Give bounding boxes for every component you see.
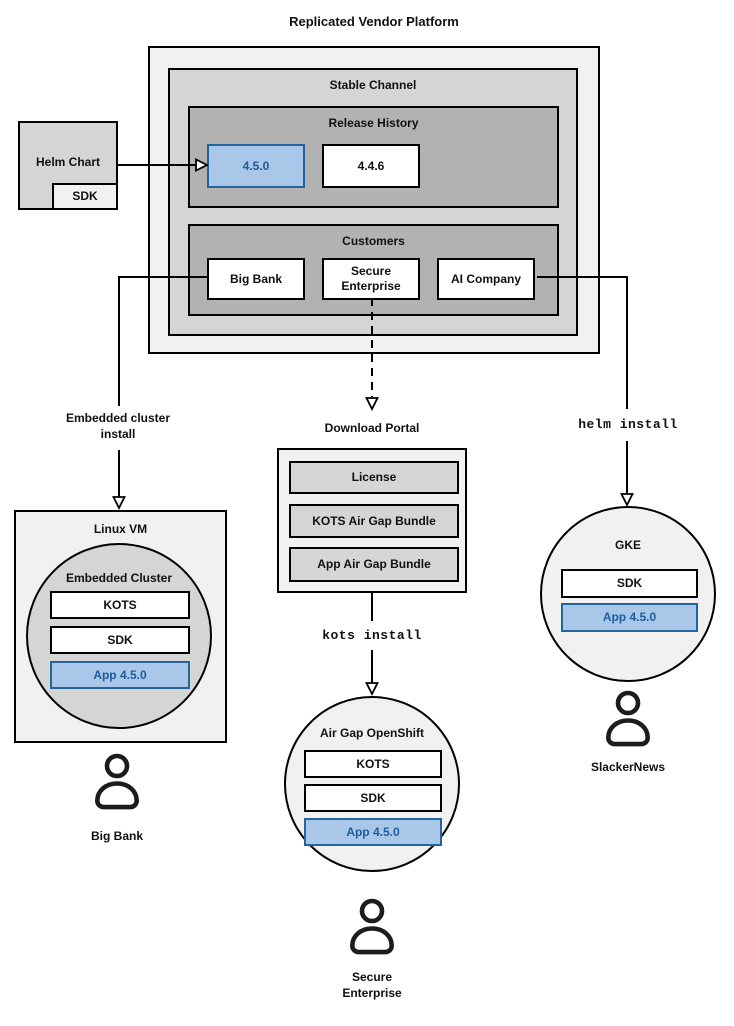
airgap-kots-node: KOTS bbox=[304, 750, 442, 778]
customer-node-ai-company: AI Company bbox=[437, 258, 535, 300]
stable-channel-label: Stable Channel bbox=[329, 78, 417, 92]
download-portal-label: Download Portal bbox=[324, 421, 420, 435]
stable-channel-box: Stable Channel Release History 4.5.0 4.4… bbox=[168, 68, 578, 336]
helm-sdk-badge: SDK bbox=[52, 183, 118, 210]
gke-label: GKE bbox=[614, 538, 641, 552]
release-history-box: Release History 4.5.0 4.4.6 bbox=[188, 106, 559, 208]
release-node-previous: 4.4.6 bbox=[322, 144, 420, 188]
airgap-openshift-label: Air Gap OpenShift bbox=[319, 726, 424, 740]
linux-vm-box: Linux VM Embedded Cluster KOTS SDK App 4… bbox=[14, 510, 227, 743]
big-bank-user: Big Bank bbox=[67, 753, 167, 845]
helm-chart-label: Helm Chart bbox=[35, 155, 100, 169]
gke-app-node: App 4.5.0 bbox=[561, 603, 698, 632]
user-icon bbox=[94, 753, 140, 810]
secure-enterprise-user-label: Secure Enterprise bbox=[342, 970, 401, 1001]
airgap-app-node: App 4.5.0 bbox=[304, 818, 442, 846]
embedded-cluster-label: Embedded Cluster bbox=[65, 571, 173, 585]
airgap-sdk-node: SDK bbox=[304, 784, 442, 812]
secure-enterprise-user-label-line1: Secure bbox=[351, 970, 392, 984]
customer-node-secure-enterprise: Secure Enterprise bbox=[322, 258, 420, 300]
user-icon bbox=[605, 690, 651, 747]
helm-install-label: helm install bbox=[578, 417, 678, 432]
download-portal-box: License KOTS Air Gap Bundle App Air Gap … bbox=[277, 448, 467, 593]
release-history-label: Release History bbox=[328, 116, 419, 130]
embedded-install-label-line1: Embedded cluster bbox=[65, 411, 171, 425]
user-icon bbox=[349, 898, 395, 955]
embedded-install-label: Embedded cluster install bbox=[48, 411, 188, 442]
embedded-sdk-node: SDK bbox=[50, 626, 190, 654]
gke-sdk-node: SDK bbox=[561, 569, 698, 598]
airgap-openshift-circle: Air Gap OpenShift KOTS SDK App 4.5.0 bbox=[284, 696, 460, 872]
kots-airgap-bundle-item: KOTS Air Gap Bundle bbox=[289, 504, 459, 538]
gke-circle: GKE SDK App 4.5.0 bbox=[540, 506, 716, 682]
arrowhead-down-icon bbox=[365, 397, 379, 412]
embedded-cluster-circle: Embedded Cluster KOTS SDK App 4.5.0 bbox=[26, 543, 212, 729]
embedded-install-label-line2: install bbox=[100, 426, 136, 441]
big-bank-user-label: Big Bank bbox=[90, 829, 143, 843]
diagram-title: Replicated Vendor Platform bbox=[289, 14, 459, 29]
customers-box: Customers Big Bank Secure Enterprise AI … bbox=[188, 224, 559, 316]
linux-vm-label: Linux VM bbox=[93, 522, 148, 536]
secure-enterprise-user: Secure Enterprise bbox=[322, 898, 422, 1001]
kots-install-label: kots install bbox=[322, 628, 422, 643]
helm-chart-box: Helm Chart SDK bbox=[18, 121, 118, 210]
arrowhead-down-icon bbox=[620, 493, 634, 508]
platform-box: Stable Channel Release History 4.5.0 4.4… bbox=[148, 46, 600, 354]
app-airgap-bundle-item: App Air Gap Bundle bbox=[289, 547, 459, 582]
embedded-app-node: App 4.5.0 bbox=[50, 661, 190, 689]
customer-node-big-bank: Big Bank bbox=[207, 258, 305, 300]
embedded-kots-node: KOTS bbox=[50, 591, 190, 619]
arrowhead-down-icon bbox=[112, 496, 126, 511]
release-node-current: 4.5.0 bbox=[207, 144, 305, 188]
customers-label: Customers bbox=[342, 234, 405, 248]
secure-enterprise-user-label-line2: Enterprise bbox=[342, 985, 402, 1000]
arrowhead-down-icon bbox=[365, 682, 379, 697]
slackernews-user-label: SlackerNews bbox=[590, 760, 666, 774]
slackernews-user: SlackerNews bbox=[578, 690, 678, 776]
license-item: License bbox=[289, 461, 459, 494]
